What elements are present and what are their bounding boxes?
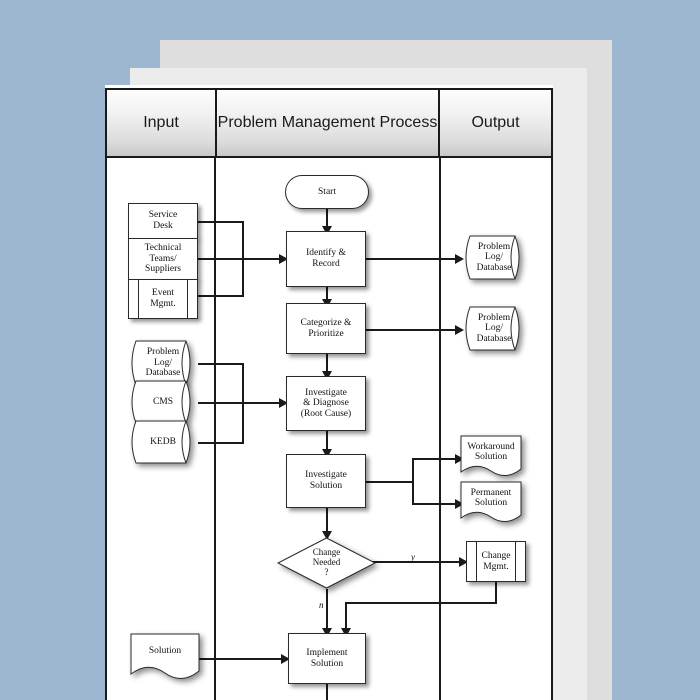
node-change-needed-decision[interactable]: Change Needed ?	[276, 537, 377, 589]
edge-identify-to-problem-log-1	[366, 258, 462, 260]
node-investigate-diagnose[interactable]: Investigate & Diagnose (Root Cause)	[286, 376, 366, 431]
node-investigate-solution[interactable]: Investigate Solution	[286, 454, 366, 508]
lane-header-input-label: Input	[143, 114, 179, 131]
node-event-mgmt-label: Event Mgmt.	[150, 288, 176, 309]
node-solution-document[interactable]: Solution	[130, 633, 200, 681]
document-shape-icon	[460, 481, 522, 522]
node-investigate-diagnose-label: Investigate & Diagnose (Root Cause)	[300, 387, 352, 419]
node-permanent-solution-label: Permanent Solution	[470, 487, 512, 509]
document-shape-icon	[130, 633, 200, 679]
lane-header-process-label: Problem Management Process	[217, 114, 438, 131]
arrowhead-diagnose-solution	[322, 449, 332, 458]
node-service-desk-label: Service Desk	[148, 210, 178, 231]
arrowhead-permanent	[455, 499, 464, 509]
node-problem-log-input[interactable]: Problem Log/ Database	[128, 339, 200, 387]
edge-decision-yes-to-change-mgmt	[368, 561, 466, 563]
node-change-mgmt[interactable]: Change Mgmt.	[466, 541, 526, 582]
node-cms[interactable]: CMS	[128, 379, 200, 425]
edge-label-no: n	[319, 600, 324, 610]
arrowhead-solution-implement	[281, 654, 290, 664]
node-solution-document-label: Solution	[148, 646, 182, 657]
edge-solution-to-split-bus	[366, 481, 414, 483]
node-workaround-solution-label: Workaround Solution	[467, 441, 515, 463]
node-change-mgmt-label: Change Mgmt.	[481, 550, 511, 572]
edge-solution-to-decision	[326, 508, 328, 537]
node-problem-log-output-2-label: Problem Log/ Database	[476, 312, 512, 344]
edge-change-mgmt-to-implement	[345, 602, 347, 633]
database-shape-icon	[465, 235, 520, 280]
arrowhead-categorize-investigate	[322, 371, 332, 380]
node-technical-teams-label: Technical Teams/ Suppliers	[144, 243, 182, 275]
node-start[interactable]: Start	[285, 175, 369, 209]
edge-diagnose-to-investigate-solution	[326, 431, 328, 454]
table-frame	[105, 88, 553, 700]
node-cms-label: CMS	[152, 396, 174, 407]
node-workaround-solution[interactable]: Workaround Solution	[460, 435, 522, 479]
node-identify-record[interactable]: Identify & Record	[286, 231, 366, 287]
edge-solution-doc-to-implement	[198, 658, 288, 660]
edge-kedb-to-bus	[198, 442, 244, 444]
node-change-needed-label: Change Needed ?	[312, 547, 341, 577]
lane-header-process: Problem Management Process	[215, 90, 440, 158]
document-shape-icon	[460, 435, 522, 476]
edge-bus2-to-investigate	[242, 402, 288, 404]
node-technical-teams[interactable]: Technical Teams/ Suppliers	[128, 238, 198, 280]
edge-bus-to-permanent	[412, 503, 462, 505]
node-kedb[interactable]: KEDB	[128, 419, 200, 465]
node-categorize-prioritize-label: Categorize & Prioritize	[300, 317, 352, 339]
arrowhead-change-mgmt-implement	[341, 628, 351, 637]
database-shape-icon	[465, 306, 520, 351]
node-problem-log-output-1-label: Problem Log/ Database	[476, 241, 512, 273]
edge-service-desk-to-bus	[198, 221, 244, 223]
node-implement-solution-label: Implement Solution	[306, 647, 348, 669]
edge-categorize-to-problem-log-2	[366, 329, 462, 331]
node-problem-log-input-label: Problem Log/ Database	[145, 347, 181, 379]
edge-categorize-to-investigate-diagnose	[326, 354, 328, 376]
node-start-label: Start	[318, 186, 336, 197]
arrowhead-solution-decision	[322, 531, 332, 540]
lane-divider-left	[214, 158, 216, 700]
node-implement-solution[interactable]: Implement Solution	[288, 633, 366, 684]
lane-header-input: Input	[107, 90, 215, 158]
arrowhead-start-identify	[322, 226, 332, 235]
edge-problem-log-to-bus	[198, 363, 244, 365]
node-kedb-label: KEDB	[150, 436, 176, 447]
arrowhead-bus2-investigate	[279, 398, 288, 408]
edge-label-yes: y	[411, 552, 415, 562]
edge-change-mgmt-down	[495, 582, 497, 603]
database-shape-icon	[131, 420, 191, 464]
arrowhead-no-implement	[322, 628, 332, 637]
edge-event-mgmt-to-bus	[198, 295, 244, 297]
lane-header-output-label: Output	[471, 114, 520, 131]
arrowhead-yes-change-mgmt	[459, 557, 468, 567]
database-shape-icon	[131, 380, 191, 424]
node-categorize-prioritize[interactable]: Categorize & Prioritize	[286, 303, 366, 354]
edge-technical-teams-to-bus	[198, 258, 244, 260]
decision-diamond-icon	[276, 537, 377, 589]
node-service-desk[interactable]: Service Desk	[128, 203, 198, 239]
edge-split-bus	[412, 458, 414, 504]
swimlane-header: Input Problem Management Process Output	[107, 90, 551, 158]
arrowhead-identify-log1	[455, 254, 464, 264]
edge-cms-to-bus	[198, 402, 244, 404]
node-investigate-solution-label: Investigate Solution	[305, 470, 347, 491]
arrowhead-categorize-log2	[455, 325, 464, 335]
arrowhead-bus1-identify	[279, 254, 288, 264]
edge-change-mgmt-left	[345, 602, 497, 604]
node-event-mgmt[interactable]: Event Mgmt.	[128, 279, 198, 319]
lane-header-output: Output	[440, 90, 551, 158]
edge-bus-to-workaround	[412, 458, 462, 460]
edge-bus1-to-identify	[242, 258, 288, 260]
node-permanent-solution[interactable]: Permanent Solution	[460, 481, 522, 525]
edge-decision-no-to-implement	[326, 589, 328, 633]
node-problem-log-output-1[interactable]: Problem Log/ Database	[462, 234, 528, 281]
edge-implement-down	[326, 684, 328, 700]
node-identify-record-label: Identify & Record	[306, 248, 346, 269]
edge-start-to-identify	[326, 209, 328, 230]
arrowhead-workaround	[455, 454, 464, 464]
node-problem-log-output-2[interactable]: Problem Log/ Database	[462, 305, 528, 352]
edge-identify-to-categorize	[326, 287, 328, 303]
lane-divider-right	[439, 158, 441, 700]
